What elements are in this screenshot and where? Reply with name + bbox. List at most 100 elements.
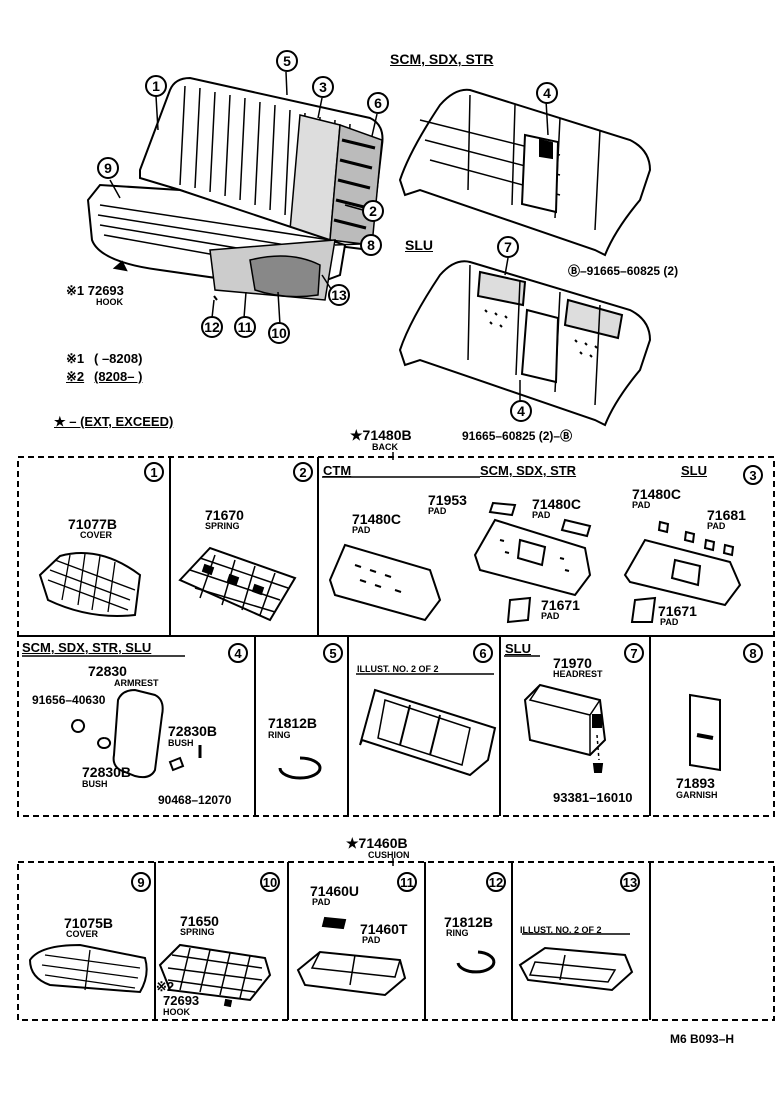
box4-label3: BUSH	[168, 738, 194, 748]
box3-slu-part1: 71480C	[632, 486, 682, 502]
box3-ctm-header: CTM	[323, 463, 352, 478]
box10-mark: ※2	[156, 979, 175, 994]
main-seat-cushion	[86, 183, 347, 301]
note-star: ★ – (EXT, EXCEED)	[54, 414, 174, 429]
callout-8: 8	[360, 234, 382, 256]
box3-scm-part2: 71480C	[532, 496, 582, 512]
box3-scm-label3: PAD	[541, 611, 560, 621]
callout-7: 7	[497, 236, 519, 258]
box6-note: ILLUST. NO. 2 OF 2	[357, 664, 439, 674]
main-seat-back	[139, 76, 384, 252]
callout-13: 13	[328, 284, 350, 306]
box4-part5: 90468–12070	[158, 793, 232, 807]
callout-2: 2	[362, 200, 384, 222]
box9-cover-drawing	[28, 943, 148, 994]
box5-number: 5	[323, 643, 343, 663]
box2-number: 2	[293, 462, 313, 482]
box6-number: 6	[473, 643, 493, 663]
variant-label-scm: SCM, SDX, STR	[390, 51, 494, 67]
box2-spring-drawing	[178, 546, 297, 622]
callout-4-top: 4	[536, 82, 558, 104]
callout-4-bottom: 4	[510, 400, 532, 422]
box9-label: COVER	[66, 929, 99, 939]
box3-slu-label1: PAD	[632, 500, 651, 510]
note2-text: (8208– )	[94, 369, 143, 384]
box8-part: 71893	[676, 775, 715, 791]
box3-number: 3	[743, 465, 763, 485]
box7-number: 7	[624, 643, 644, 663]
box11-label2: PAD	[362, 935, 381, 945]
box6-frame-drawing	[356, 673, 497, 777]
note2-mark: ※2	[66, 369, 85, 384]
scm-seat-back	[398, 88, 652, 257]
box12-ring-drawing	[456, 950, 496, 974]
box3-scm-header: SCM, SDX, STR	[480, 463, 577, 478]
cushion-part: ★71460B	[346, 835, 408, 851]
box11-part2: 71460T	[360, 921, 408, 937]
box4-number: 4	[228, 643, 248, 663]
box10-label: SPRING	[180, 927, 215, 937]
box8-label: GARNISH	[676, 790, 718, 800]
box11-number: 11	[397, 872, 417, 892]
box3-ctm-pad-drawing	[322, 476, 480, 622]
box3-ctm-label: PAD	[352, 525, 371, 535]
box12-part: 71812B	[444, 914, 494, 930]
box4-part3: 72830B	[168, 723, 218, 739]
box7-part2: 93381–16010	[553, 790, 633, 805]
diagram-code: M6 B093–H	[670, 1032, 735, 1046]
box5-label: RING	[268, 730, 291, 740]
slu-seat-back	[398, 257, 652, 427]
box11-pad-drawing	[296, 916, 407, 997]
box10-spring-drawing	[158, 943, 272, 1008]
box3-scm-label1: PAD	[428, 506, 447, 516]
callout-10: 10	[268, 322, 290, 344]
box4-armrest-drawing	[22, 655, 202, 779]
box11-part1: 71460U	[310, 883, 360, 899]
box1-label: COVER	[80, 530, 113, 540]
note1-text: ( –8208)	[94, 351, 143, 366]
box11-label1: PAD	[312, 897, 331, 907]
box1-part: 71077B	[68, 516, 118, 532]
callout-6: 6	[367, 92, 389, 114]
box12-number: 12	[486, 872, 506, 892]
box3-slu-pad-drawing	[623, 520, 742, 623]
back-part: ★71480B	[350, 427, 412, 443]
box4-part2: 91656–40630	[32, 693, 106, 707]
callout-3: 3	[312, 76, 334, 98]
box3-scm-part1: 71953	[428, 492, 467, 508]
hook-ref: ※1 72693	[66, 283, 124, 298]
hook-label: HOOK	[96, 297, 123, 307]
box3-slu-label3: PAD	[660, 617, 679, 627]
box8-number: 8	[743, 643, 763, 663]
box3-slu-part2: 71681	[707, 507, 746, 523]
box3-slu-label2: PAD	[707, 521, 726, 531]
back-label: BACK	[372, 442, 398, 452]
callout-9: 9	[97, 157, 119, 179]
box4-label1: ARMREST	[114, 678, 159, 688]
box5-part: 71812B	[268, 715, 318, 731]
box13-number: 13	[620, 872, 640, 892]
box7-part: 71970	[553, 655, 592, 671]
box1-number: 1	[144, 462, 164, 482]
box9-number: 9	[131, 872, 151, 892]
box10-number: 10	[260, 872, 280, 892]
box3-scm-label2: PAD	[532, 510, 551, 520]
callout-1: 1	[145, 75, 167, 97]
box4-part1: 72830	[88, 663, 127, 679]
box4-part4: 72830B	[82, 764, 132, 780]
callout-11: 11	[234, 316, 256, 338]
callout-12: 12	[201, 316, 223, 338]
box7-label: HEADREST	[553, 669, 603, 679]
box3-scm-part3: 71671	[541, 597, 580, 613]
box10-part2: 72693	[163, 993, 200, 1008]
callout-5: 5	[276, 50, 298, 72]
box3-slu-part3: 71671	[658, 603, 697, 619]
box13-note: ILLUST. NO. 2 OF 2	[520, 925, 602, 935]
box1-cover-drawing	[38, 552, 142, 617]
box4-header: SCM, SDX, STR, SLU	[22, 640, 152, 655]
box5-ring-drawing	[278, 756, 322, 780]
bolt-ref-bottom: 91665–60825 (2)–Ⓑ	[462, 429, 573, 443]
box3-scm-pad-drawing	[473, 501, 592, 624]
bolt-ref-top: Ⓑ–91665–60825 (2)	[568, 264, 679, 278]
